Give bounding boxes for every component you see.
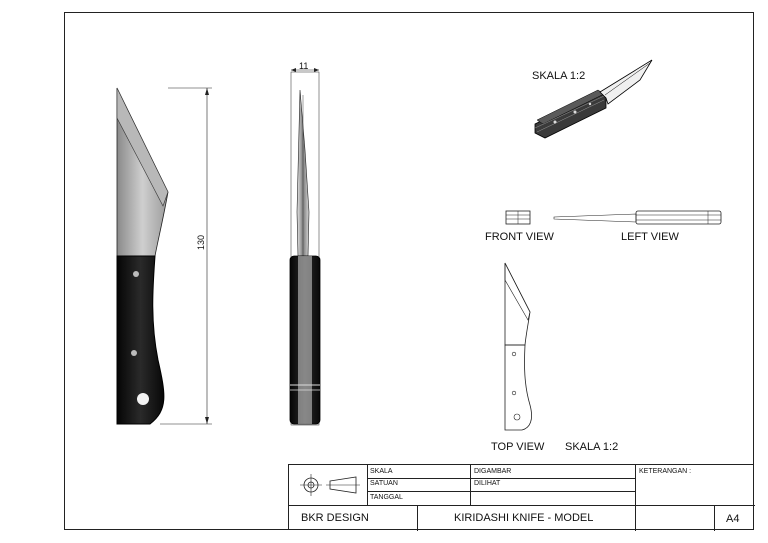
digambar-field: DIGAMBAR — [474, 468, 512, 475]
drawing-title: KIRIDASHI KNIFE - MODEL — [454, 512, 594, 524]
thickness-dimension: 11 — [299, 61, 309, 71]
front-view-label: FRONT VIEW — [485, 231, 554, 243]
drawing-frame — [64, 12, 754, 530]
height-dimension: 130 — [196, 234, 206, 250]
rivet-top — [133, 271, 139, 277]
front-small-view — [505, 210, 531, 225]
paper-size: A4 — [726, 513, 740, 525]
isometric-view — [534, 59, 653, 139]
title-block: SKALA SATUAN TANGGAL DIGAMBAR DILIHAT KE… — [288, 464, 755, 531]
isometric-scale-label: SKALA 1:2 — [532, 70, 586, 82]
company-name: BKR DESIGN — [301, 512, 369, 524]
lanyard-hole — [137, 393, 149, 405]
left-view-label: LEFT VIEW — [621, 231, 679, 243]
projection-symbol — [300, 474, 360, 496]
keterangan-field: KETERANGAN : — [639, 468, 692, 475]
main-knife-view — [116, 87, 212, 425]
top-view-scale-label: SKALA 1:2 — [565, 441, 619, 453]
side-profile-view — [289, 68, 321, 426]
blade-bevel — [116, 87, 169, 207]
rivet-middle — [131, 350, 137, 356]
left-small-view — [553, 210, 722, 225]
satuan-field: SATUAN — [370, 480, 398, 487]
tanggal-field: TANGGAL — [370, 494, 403, 501]
top-view-label: TOP VIEW — [491, 441, 545, 453]
top-small-view — [504, 262, 532, 431]
skala-field: SKALA — [370, 468, 393, 475]
handle-shape — [116, 255, 165, 425]
dilihat-field: DILIHAT — [474, 480, 501, 487]
